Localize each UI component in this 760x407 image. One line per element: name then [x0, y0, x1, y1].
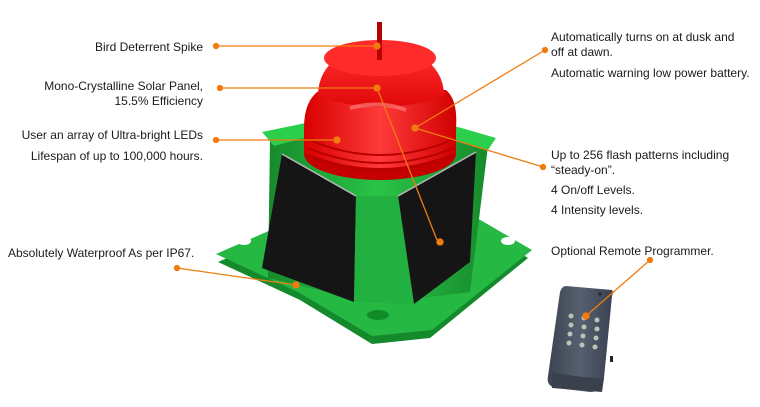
- label-remote-programmer: Optional Remote Programmer.: [551, 244, 714, 258]
- label-dusk-line1: Automatically turns on at dusk and: [551, 30, 735, 44]
- label-waterproof: Absolutely Waterproof As per IP67.: [8, 246, 195, 260]
- label-bird-spike: Bird Deterrent Spike: [94, 40, 203, 54]
- leader-lines: [173, 42, 654, 320]
- label-battery: Automatic warning low power battery.: [551, 66, 750, 80]
- label-leds-line1: User an array of Ultra-bright LEDs: [21, 128, 203, 142]
- lamp-dome: [304, 22, 457, 180]
- remote-programmer: [547, 286, 613, 392]
- label-dusk-line2: off at dawn.: [551, 45, 613, 59]
- label-solar-panel-line2: 15.5% Efficiency: [114, 94, 204, 108]
- label-onoff-levels: 4 On/off Levels.: [551, 183, 635, 197]
- label-solar-panel-line1: Mono-Crystalline Solar Panel,: [44, 79, 203, 93]
- bird-spike: [377, 22, 382, 60]
- label-leds-line2: Lifespan of up to 100,000 hours.: [30, 149, 203, 163]
- label-flash-line2: “steady-on”.: [551, 163, 616, 177]
- label-intensity-levels: 4 Intensity levels.: [551, 203, 644, 217]
- label-flash-line1: Up to 256 flash patterns including: [551, 148, 730, 162]
